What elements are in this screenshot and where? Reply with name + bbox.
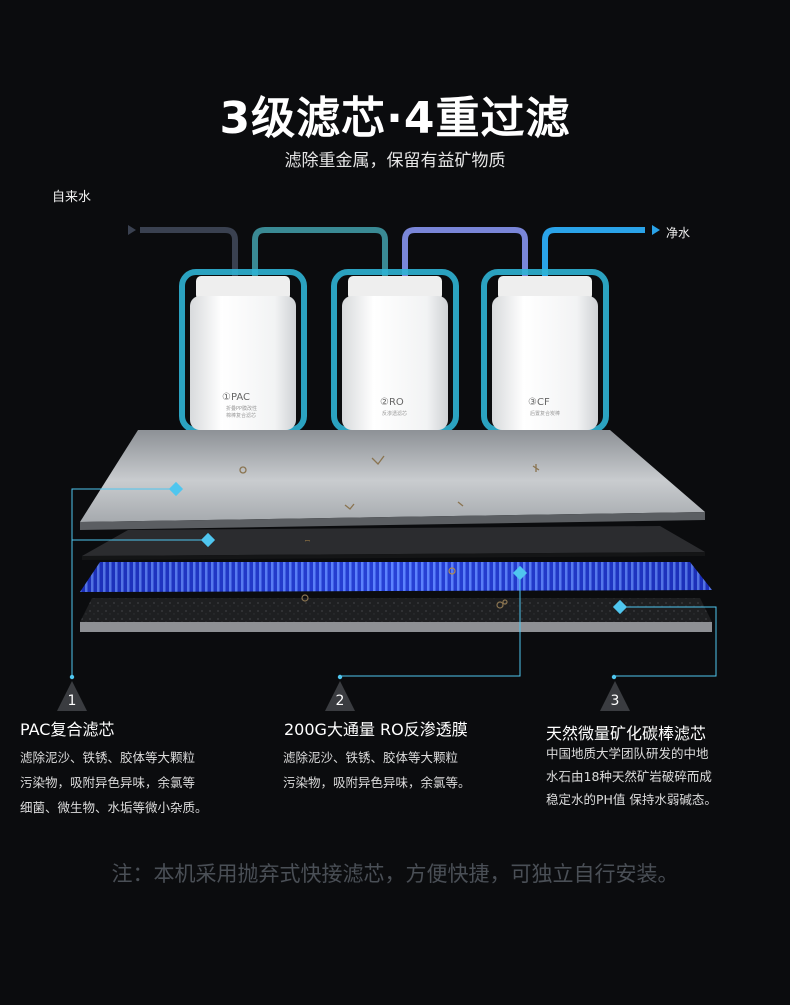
filter-2-title: 200G大通量 RO反渗透膜 [284, 720, 468, 739]
pipe-1-2 [252, 227, 388, 285]
filter-3-title: 天然微量矿化碳棒滤芯 [546, 724, 707, 743]
filter-3-badge: 3 [600, 681, 630, 713]
particle-icon [448, 567, 456, 575]
callout-lines [71, 488, 717, 677]
triangle-icon [600, 681, 630, 711]
particle-icons [239, 455, 540, 510]
filter-1-title: PAC复合滤芯 [20, 720, 115, 739]
canister-cf-label: ③CF [528, 397, 550, 408]
canister-ro: ②RO 反渗透滤芯 [331, 269, 459, 433]
triangle-icon [57, 681, 87, 711]
svg-text:后置复合炭棒: 后置复合炭棒 [530, 410, 560, 417]
filter-1-badge: 1 [57, 681, 87, 713]
inlet-arrow-icon [128, 225, 136, 235]
pipe-inlet [140, 227, 238, 285]
callout-markers [69, 481, 628, 680]
page-subtitle: 滤除重金属，保留有益矿物质 [284, 151, 506, 171]
canister-cf: ③CF 后置复合炭棒 [481, 269, 609, 433]
layer-carbon-sheet [82, 526, 705, 556]
page-title: 3级滤芯·4重过滤 [219, 93, 571, 144]
filtration-diagram: ①PAC 折叠PP膜改性 棉棒复合滤芯 ②RO 反渗透滤芯 ③CF 后置复合炭棒… [69, 225, 717, 680]
layer-pp-plate [80, 430, 705, 522]
filter-3-description: 中国地质大学团队研发的中地 水石由18种天然矿岩破碎而成 稳定水的PH值 保持水… [546, 746, 717, 807]
filter-2-description: 滤除泥沙、铁锈、胶体等大颗粒 污染物，吸附异色异味，余氯等。 [283, 750, 471, 790]
particle-icon: ꟷ [305, 538, 310, 545]
installation-note: 注：本机采用抛弃式快接滤芯，方便快捷，可独立自行安装。 [111, 862, 679, 886]
svg-text:反渗透滤芯: 反渗透滤芯 [382, 410, 407, 417]
layer-carbon-block [80, 598, 712, 622]
triangle-icon [325, 681, 355, 711]
pipe-2-3 [402, 227, 528, 285]
filter-1-description: 滤除泥沙、铁锈、胶体等大颗粒 污染物，吸附异色异味，余氯等 细菌、微生物、水垢等… [20, 750, 208, 815]
svg-text:折叠PP膜改性: 折叠PP膜改性 [226, 405, 257, 412]
canister-ro-label: ②RO [380, 397, 404, 408]
filter-2-badge: 2 [325, 681, 355, 713]
svg-text:棉棒复合滤芯: 棉棒复合滤芯 [226, 412, 256, 419]
inlet-label: 自来水 [52, 190, 92, 205]
outlet-arrow-icon [652, 225, 660, 235]
canister-pac: ①PAC 折叠PP膜改性 棉棒复合滤芯 [179, 269, 307, 433]
outlet-label: 净水 [666, 226, 691, 240]
canister-pac-label: ①PAC [222, 392, 250, 403]
pipe-outlet [542, 227, 645, 285]
